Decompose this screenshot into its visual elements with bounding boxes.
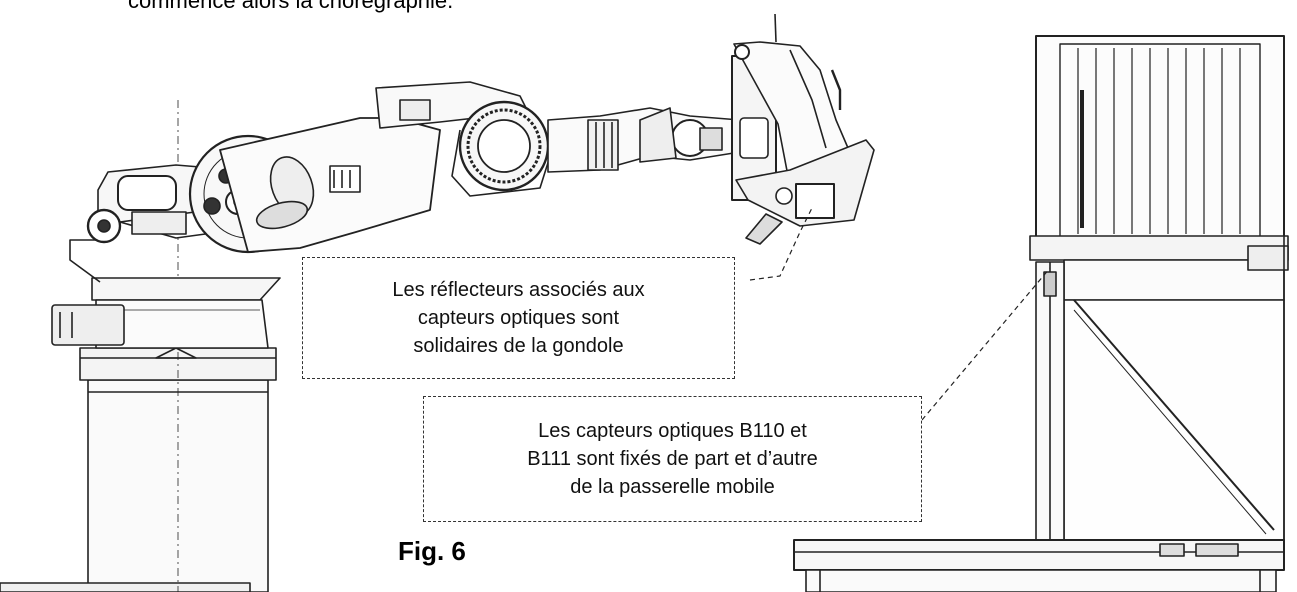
callout-line: Les capteurs optiques B110 et bbox=[538, 420, 807, 442]
mobile-platform-base bbox=[793, 539, 1285, 592]
reflectors-callout: Les réflecteurs associés aux capteurs op… bbox=[302, 257, 735, 379]
robot-pedestal bbox=[0, 100, 277, 592]
gangway-structure bbox=[1029, 35, 1289, 563]
robot-base bbox=[51, 239, 281, 349]
paragraph-tail-text: commence alors la chorégraphie. bbox=[128, 0, 454, 13]
sensors-callout: Les capteurs optiques B110 et B111 sont … bbox=[423, 396, 922, 522]
robot-elbow-joint bbox=[451, 100, 553, 197]
robot-lower-arm bbox=[219, 81, 529, 253]
robot-forearm bbox=[547, 107, 741, 173]
callout-leaders bbox=[749, 207, 1051, 421]
callout-line: de la passerelle mobile bbox=[570, 476, 775, 498]
callout-line: Les réflecteurs associés aux bbox=[392, 279, 645, 301]
robot-tool-gondola bbox=[731, 13, 875, 245]
callout-line: capteurs optiques sont bbox=[417, 307, 620, 329]
callout-line: solidaires de la gondole bbox=[413, 335, 624, 357]
figure-label: Fig. 6 bbox=[398, 536, 466, 566]
callout-line: B111 sont fixés de part et d’autre bbox=[527, 448, 818, 470]
